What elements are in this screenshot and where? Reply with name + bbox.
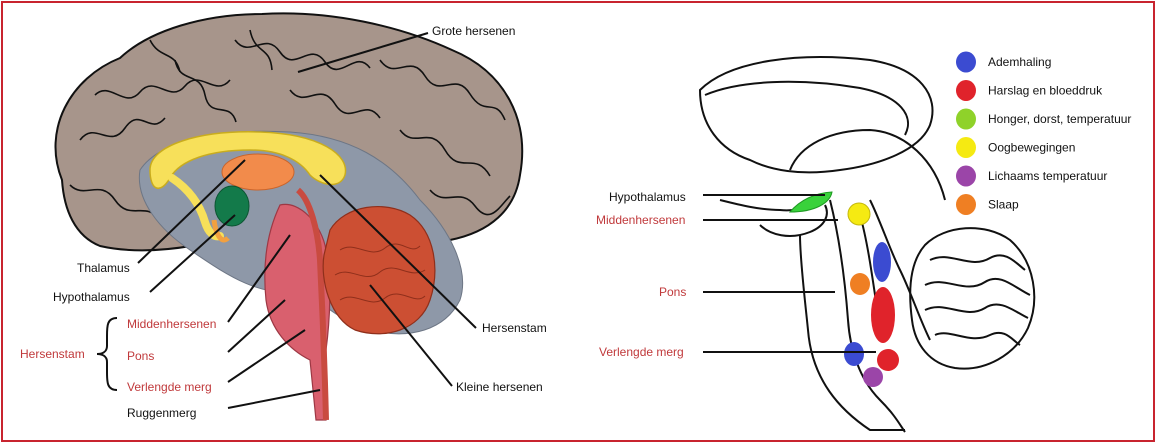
right-label-midbrain: Middenhersenen <box>596 213 685 227</box>
leader-hypothalamus <box>149 214 236 293</box>
leader-spinal-cord <box>227 389 321 409</box>
label-brainstem-right: Hersenstam <box>482 321 547 335</box>
left-leader-lines <box>137 32 477 409</box>
leader-midbrain <box>227 234 291 323</box>
left-brain-illustration <box>54 12 524 421</box>
yellow-dot-icon <box>956 137 976 158</box>
label-cerebellum: Kleine hersenen <box>456 380 543 394</box>
label-brainstem-group: Hersenstam <box>20 347 85 361</box>
leader-cerebrum <box>297 32 429 73</box>
leader-pons <box>227 299 286 353</box>
right-label-medulla: Verlengde merg <box>599 345 684 359</box>
green-dot-icon <box>956 108 976 130</box>
legend-label: Harslag en bloeddruk <box>988 84 1103 98</box>
right-label-pons: Pons <box>659 285 686 299</box>
marker-orange <box>850 273 870 295</box>
label-hypothalamus: Hypothalamus <box>53 290 130 304</box>
right-hypothalamus-marker <box>788 191 833 213</box>
hypothalamus-shape <box>214 185 250 227</box>
label-spinal-cord: Ruggenmerg <box>127 406 196 420</box>
label-pons: Pons <box>127 349 154 363</box>
legend-label: Lichaams temperatuur <box>988 169 1107 183</box>
label-thalamus: Thalamus <box>77 261 130 275</box>
legend-label: Honger, dorst, temperatuur <box>988 112 1131 126</box>
right-brain-outline <box>698 56 1036 433</box>
marker-blue-medulla <box>844 342 864 366</box>
leader-thalamus <box>137 159 246 264</box>
label-medulla: Verlengde merg <box>127 380 212 394</box>
marker-red-large <box>871 287 895 343</box>
marker-blue-pons <box>873 242 891 282</box>
purple-dot-icon <box>956 165 976 187</box>
legend-label: Oogbewegingen <box>988 141 1075 155</box>
cerebellum-folds <box>334 243 426 303</box>
brainstem-brace <box>96 317 118 391</box>
thalamus-shape <box>221 153 295 191</box>
leader-medulla <box>227 329 306 383</box>
gyri-lines <box>69 29 511 221</box>
legend-item: Honger, dorst, temperatuur <box>956 108 1131 130</box>
legend-item: Harslag en bloeddruk <box>956 80 1103 101</box>
leader-cerebellum <box>369 284 453 387</box>
label-cerebrum: Grote hersenen <box>432 24 515 38</box>
marker-yellow <box>847 202 871 226</box>
marker-red-small <box>877 349 899 371</box>
legend-item: Slaap <box>956 194 1019 215</box>
legend-label: Ademhaling <box>988 55 1051 69</box>
blue-dot-icon <box>956 51 976 73</box>
legend-item: Lichaams temperatuur <box>956 165 1107 187</box>
legend-item: Ademhaling <box>956 51 1051 73</box>
cerebellum-shape <box>322 206 436 335</box>
red-dot-icon <box>956 80 976 101</box>
right-label-hypothalamus: Hypothalamus <box>609 190 686 204</box>
marker-purple <box>863 367 883 387</box>
legend-label: Slaap <box>988 198 1019 212</box>
label-midbrain: Middenhersenen <box>127 317 216 331</box>
orange-dot-icon <box>956 194 976 215</box>
function-markers <box>844 202 899 387</box>
right-leader-lines <box>703 194 876 353</box>
legend-item: Oogbewegingen <box>956 137 1075 158</box>
leader-brainstem-right <box>319 174 477 329</box>
